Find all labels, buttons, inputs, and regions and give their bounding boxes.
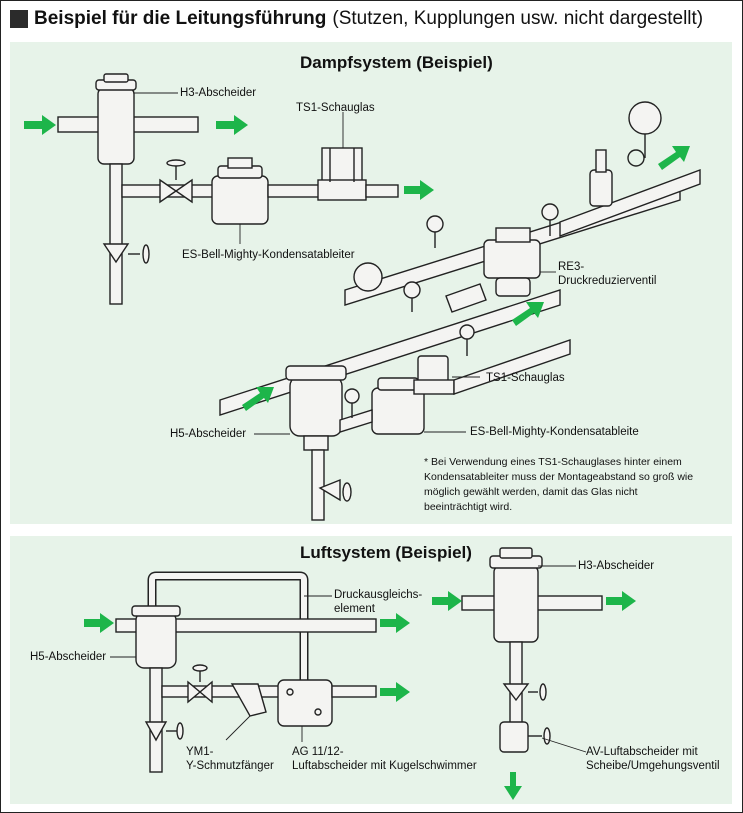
steam-arrow-h3-in bbox=[24, 115, 56, 135]
steam-arrow-top-right bbox=[658, 146, 690, 170]
air-label-h5: H5-Abscheider bbox=[30, 651, 107, 663]
steam-label-h3: H3-Abscheider bbox=[180, 87, 257, 99]
air-arrow-in bbox=[84, 613, 114, 633]
air-label-balance-2: element bbox=[334, 603, 375, 615]
steam-panel-title: Dampfsystem (Beispiel) bbox=[300, 53, 493, 72]
air-label-ym1-1: YM1- bbox=[186, 746, 214, 758]
steam-label-h5: H5-Abscheider bbox=[170, 428, 247, 440]
heading-subtitle: (Stutzen, Kupplungen usw. nicht dargeste… bbox=[332, 8, 704, 29]
heading-title: Beispiel für die Leitungsführung bbox=[34, 8, 327, 29]
air-label-av-2: Scheibe/Umgehungsventil bbox=[586, 760, 720, 772]
air-ym1-strainer bbox=[230, 683, 267, 717]
steam-label-ts1-mid: TS1-Schauglas bbox=[486, 372, 565, 384]
steam-ts1-top bbox=[321, 147, 363, 183]
air-panel-title: Luftsystem (Beispiel) bbox=[300, 543, 472, 562]
air-arrow-h3-out bbox=[606, 591, 636, 611]
steam-note-line: Kondensatableiter muss der Montageabstan… bbox=[424, 471, 694, 483]
steam-label-re3-2: Druckreduzierventil bbox=[558, 275, 657, 287]
air-label-ag-2: Luftabscheider mit Kugelschwimmer bbox=[292, 760, 477, 772]
air-ag-trap bbox=[277, 679, 333, 727]
air-av-vent bbox=[499, 721, 529, 753]
air-main-pipe bbox=[115, 618, 377, 633]
steam-gauge-left bbox=[353, 262, 383, 292]
steam-label-ts1-top: TS1-Schauglas bbox=[296, 102, 375, 114]
steam-label-re3-1: RE3- bbox=[558, 261, 585, 273]
page-heading: Beispiel für die Leitungsführung (Stutze… bbox=[10, 6, 703, 32]
air-arrow-trap-out bbox=[380, 682, 410, 702]
steam-label-es-top: ES-Bell-Mighty-Kondensatableiter bbox=[182, 249, 355, 261]
steam-note-line: beeinträchtigt wird. bbox=[424, 501, 513, 513]
air-label-av-1: AV-Luftabscheider mit bbox=[586, 746, 698, 758]
steam-note-line: * Bei Verwendung eines TS1-Schauglases h… bbox=[424, 456, 682, 468]
air-h3-body bbox=[493, 565, 539, 643]
air-label-balance-1: Druckausgleichs- bbox=[334, 589, 423, 601]
air-label-ag-1: AG 11/12- bbox=[292, 746, 344, 758]
steam-label-es-bottom: ES-Bell-Mighty-Kondensatableite bbox=[470, 426, 639, 438]
air-h5-body bbox=[135, 611, 177, 669]
steam-h3-drain bbox=[109, 163, 123, 305]
steam-arrow-h3-out bbox=[216, 115, 248, 135]
air-arrow-h3-in bbox=[432, 591, 462, 611]
air-arrow-down bbox=[504, 772, 522, 800]
air-label-h3: H3-Abscheider bbox=[578, 560, 655, 572]
air-panel bbox=[10, 536, 732, 804]
steam-arrow-ts1-out bbox=[404, 180, 434, 200]
heading-square-icon bbox=[10, 10, 28, 28]
steam-arrow-h5-in bbox=[242, 387, 274, 411]
steam-note: * Bei Verwendung eines TS1-Schauglases h… bbox=[424, 455, 724, 515]
steam-note-line: möglich gewählt werden, damit das Glas n… bbox=[424, 486, 638, 498]
air-label-ym1-2: Y-Schmutzfänger bbox=[186, 760, 274, 772]
steam-arrow-re3 bbox=[512, 302, 544, 326]
air-arrow-out bbox=[380, 613, 410, 633]
